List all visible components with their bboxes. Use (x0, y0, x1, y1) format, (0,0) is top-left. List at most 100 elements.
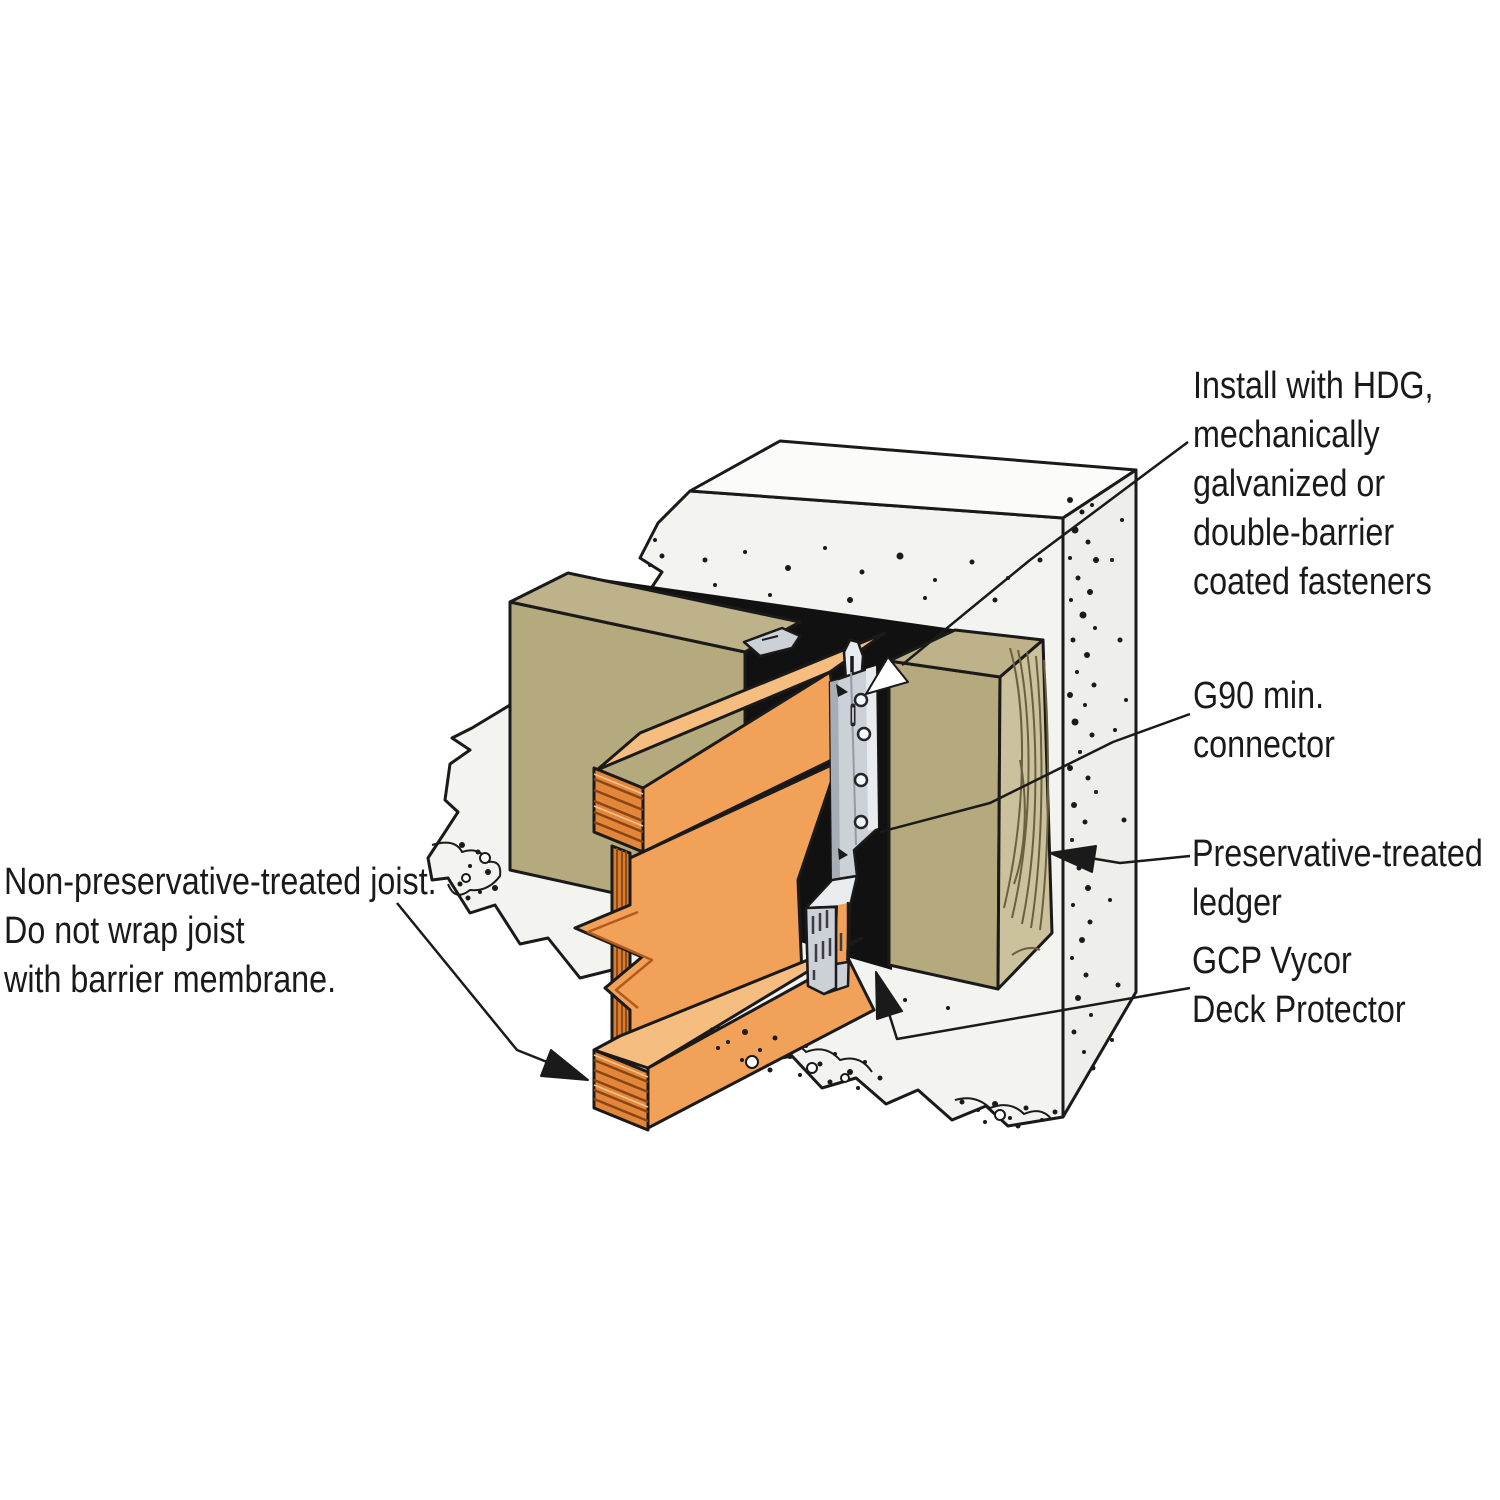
joist-bottom-flange-top (592, 936, 864, 1070)
leader-connector (879, 712, 1191, 834)
stipple-dot (969, 559, 975, 565)
stipple-dot (1093, 557, 1099, 563)
stipple-dot (1090, 503, 1094, 507)
stipple-dot (785, 565, 791, 571)
stipple-dot (459, 842, 465, 848)
arrow-ledger (1049, 845, 1097, 873)
stipple-dot (992, 597, 998, 603)
stipple-dot (1085, 775, 1091, 781)
callout-joist-note: Non-preservative-treated joist. Do not w… (4, 861, 437, 1001)
stipple-dot (1113, 728, 1117, 732)
stipple-dot (823, 546, 827, 550)
stipple-dot (716, 1046, 720, 1050)
stipple-dot (492, 885, 498, 891)
stipple-dot (1070, 838, 1074, 842)
stipple-dot (1089, 732, 1095, 738)
joist-bottom-flange-end (592, 1048, 650, 1132)
stipple-dot (923, 596, 927, 600)
stipple-dot (1108, 898, 1112, 902)
stipple-dot (1040, 1118, 1044, 1122)
stipple-dot (485, 869, 491, 875)
stipple-dot (1052, 1109, 1058, 1115)
callout-fasteners: Install with HDG, mechanically galvanize… (1193, 365, 1434, 603)
stipple-dot (702, 557, 708, 563)
arrow-fasteners-white (865, 656, 909, 695)
stipple-dot (659, 553, 665, 559)
stipple-dot (1078, 750, 1082, 754)
stipple-dot (740, 1058, 744, 1062)
stipple-dot (1070, 637, 1076, 643)
stipple-dot (1085, 539, 1091, 545)
stipple-dot (1067, 692, 1073, 698)
stipple-dot (798, 1073, 802, 1077)
ledger-grain-lines (1003, 647, 1050, 956)
stipple-dot (1087, 919, 1093, 925)
stipple-dot (1071, 802, 1077, 808)
stipple-dot (1023, 1105, 1029, 1111)
stipple-dot (1067, 497, 1073, 503)
stipple-dot (1083, 972, 1089, 978)
stipple-dot (1124, 698, 1128, 702)
stipple-dot (933, 578, 937, 582)
arrow-membrane (875, 971, 903, 1020)
stipple-dot (1089, 1013, 1093, 1017)
stipple-dot (1079, 509, 1085, 515)
hanger-plate-slots (811, 910, 843, 980)
stipple-dot (1015, 1123, 1021, 1129)
ledger-left-top (508, 571, 802, 654)
stipple-dot (1085, 885, 1091, 891)
stipple-dot (478, 890, 482, 894)
stipple-dot (767, 1067, 773, 1073)
joist-top-flange-top (595, 631, 887, 772)
torn-edge-rings (461, 852, 1006, 1121)
stipple-dot (1071, 718, 1079, 726)
joist-web-break-line (586, 910, 654, 1009)
stipple-dot (1037, 557, 1043, 563)
stipple-dot (1091, 682, 1097, 688)
stipple-dot (946, 1006, 950, 1010)
stipple-dot (1093, 626, 1097, 630)
stipple-dot (1068, 556, 1072, 560)
stipple-dot (648, 563, 652, 567)
stipple-dot (983, 1120, 987, 1124)
stipple-dot (772, 1035, 778, 1041)
stipple-dot (1070, 956, 1074, 960)
stipple-dot (1079, 611, 1087, 619)
joist (573, 631, 887, 1132)
stipple-dot (709, 1027, 715, 1033)
stipple-dot (726, 1040, 730, 1044)
stipple-dot (1075, 995, 1081, 1001)
stipple-dot (1117, 637, 1123, 643)
stipple-dot (1120, 518, 1124, 522)
stipple-dot (827, 1079, 833, 1085)
stipple-dot (1090, 1065, 1096, 1071)
stipple-dot (1094, 790, 1098, 794)
stipple-dot (742, 1029, 748, 1035)
stipple-dot (1082, 1050, 1086, 1054)
ledger-right (887, 628, 1054, 991)
hanger-tab-left (742, 626, 802, 658)
nail-icon (836, 684, 848, 697)
stipple-dot (859, 569, 865, 575)
stipple-dot (804, 1044, 808, 1048)
stipple-dot (1008, 1116, 1012, 1120)
stipple-dot (896, 552, 904, 560)
stipple-dot (1083, 703, 1087, 707)
stipple-dot (847, 1069, 853, 1075)
stipple-dot (903, 998, 907, 1002)
arrow-joist-note (540, 1049, 589, 1081)
callout-ledger: Preservative-treated ledger (1192, 833, 1483, 924)
stipple-dot (743, 550, 747, 554)
leader-arrowheads (540, 656, 1097, 1081)
stipple-dot (976, 1108, 980, 1112)
stipple-dot (1115, 982, 1121, 988)
stipple-dot (465, 895, 471, 901)
stipple-dot (856, 1086, 860, 1090)
leader-fasteners (901, 440, 1189, 666)
stipple-dot (653, 538, 657, 542)
stipple-dot (1121, 817, 1127, 823)
stipple-dot (468, 864, 472, 868)
stipple-dot (1084, 652, 1090, 658)
